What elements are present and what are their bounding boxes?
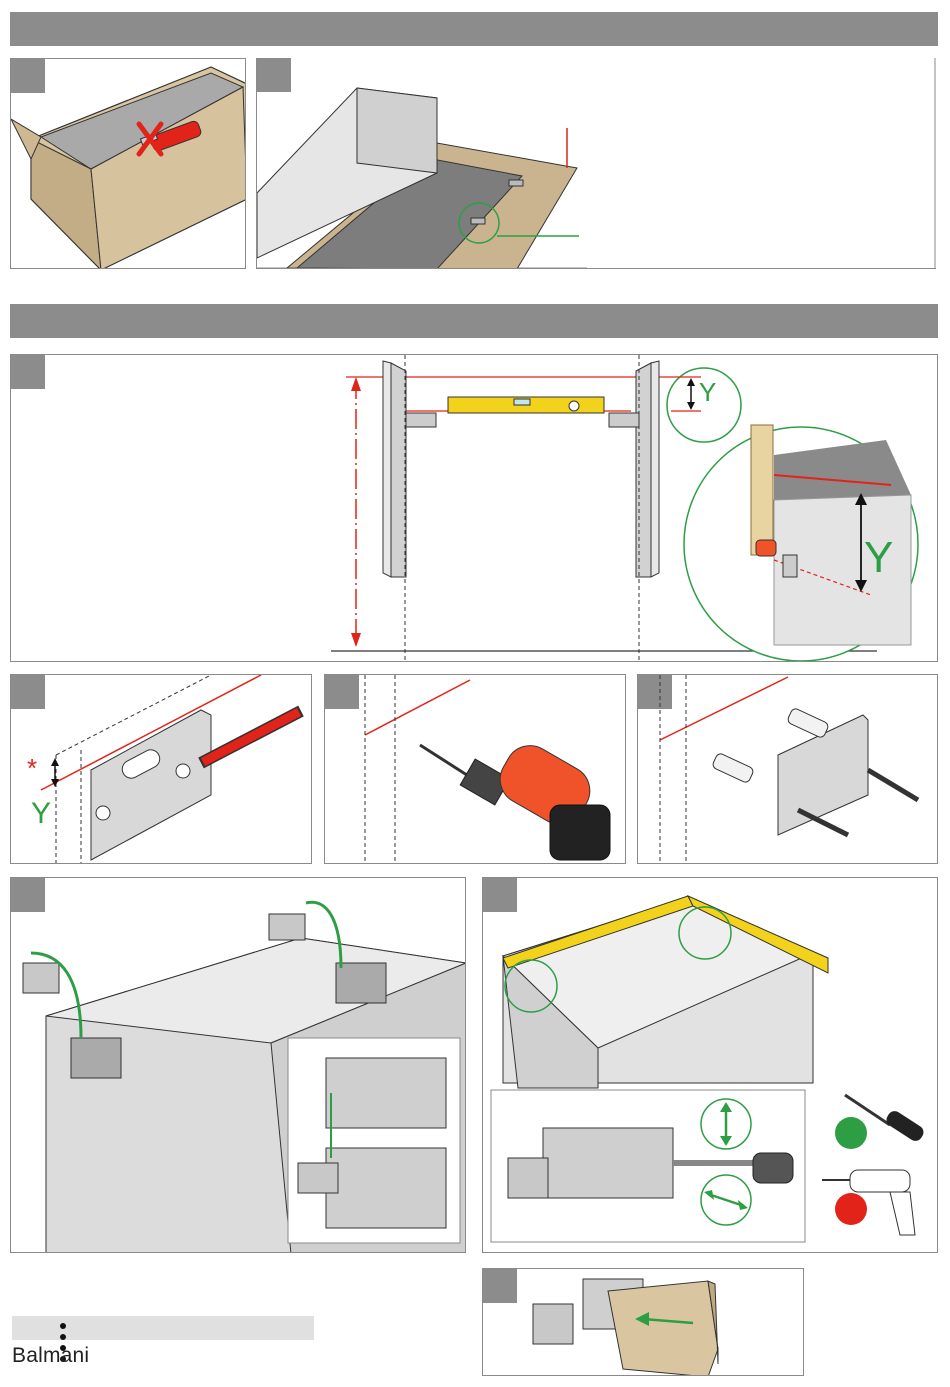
drill-icon: [410, 715, 626, 864]
step-mark-holes-panel: * Y: [10, 674, 312, 864]
level-icon: [446, 395, 606, 415]
height-label-small: Y: [699, 377, 716, 408]
utility-knife-icon: [131, 114, 211, 174]
step-cover-cap-panel: [482, 1268, 804, 1376]
height-label-bracket: Y: [31, 797, 51, 831]
footer-bar: [12, 1316, 314, 1340]
section-bar-mounting: [10, 304, 938, 338]
height-label-large: Y: [864, 533, 893, 583]
thumbs-down-icon: [835, 1193, 867, 1225]
thumbs-up-icon: [835, 1117, 867, 1149]
brand-logo: Balmani: [12, 1344, 89, 1368]
asterisk-mark: *: [27, 753, 37, 784]
step-open-box-panel: [10, 58, 246, 269]
section-bar-unpacking: [10, 12, 938, 46]
step-attach-hangers-panel: [10, 877, 466, 1253]
step-fix-bracket-panel: [637, 674, 938, 864]
step-measure-panel: Y Y: [10, 354, 938, 662]
step-number-parts: [257, 58, 291, 92]
step-unpack-parts-panel: [256, 58, 936, 269]
arrow-icon: [633, 1311, 653, 1327]
step-drill-panel: [324, 674, 626, 864]
step-number-box: [11, 59, 45, 93]
